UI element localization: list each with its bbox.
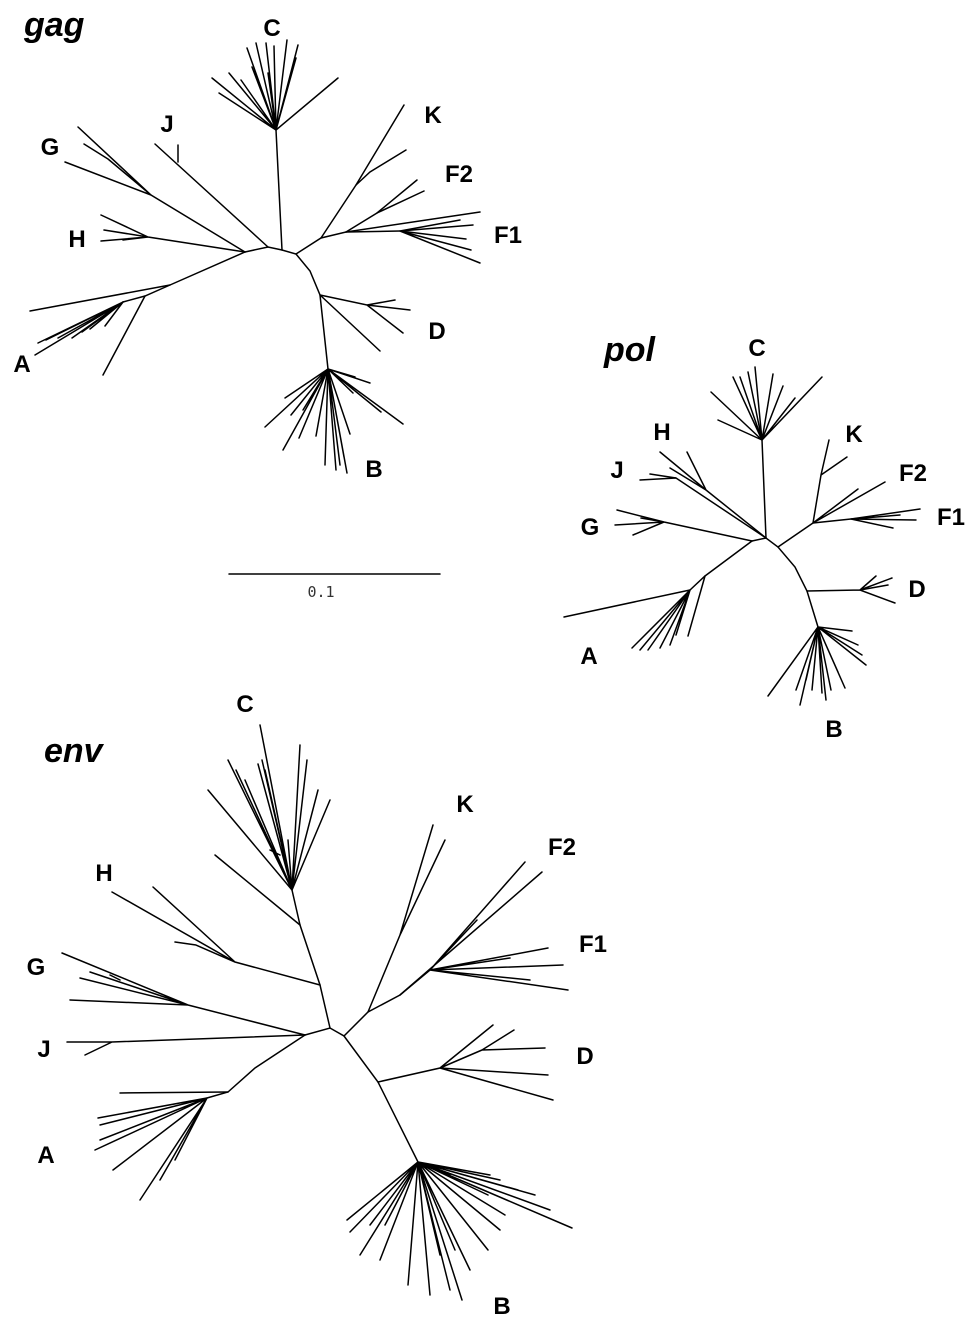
tree-env-branches <box>61 724 573 1301</box>
tree-pol: pol C H K <box>563 331 965 743</box>
clade-label: K <box>845 421 863 448</box>
clade-label: G <box>581 514 600 541</box>
clade-label: K <box>456 791 474 818</box>
clade-label: H <box>95 860 112 887</box>
tree-gag-clade-labels: C J G K F2 H F1 A D B <box>13 15 522 483</box>
tree-env-clade-labels: C K F2 H F1 G J D A B <box>27 691 607 1320</box>
clade-label: G <box>41 134 60 161</box>
clade-label: F2 <box>899 460 927 487</box>
clade-label: G <box>27 954 46 981</box>
tree-branch <box>345 179 418 233</box>
tree-branch <box>767 626 867 706</box>
tree-gag-branches <box>29 39 481 474</box>
tree-branch <box>264 368 404 474</box>
tree-branch <box>812 439 886 524</box>
tree-branch <box>66 1034 306 1056</box>
tree-branch <box>320 104 405 239</box>
tree-branch <box>806 575 896 604</box>
tree-title-gag: gag <box>23 6 85 44</box>
tree-branch <box>111 886 321 986</box>
clade-label: F1 <box>937 504 965 531</box>
clade-label: A <box>580 643 597 670</box>
tree-title-env: env <box>44 732 105 770</box>
clade-label: K <box>424 102 442 129</box>
tree-branch <box>710 366 823 441</box>
clade-label: C <box>236 691 253 718</box>
clade-label: F2 <box>445 161 473 188</box>
tree-branch <box>29 284 171 376</box>
tree-branch <box>850 508 921 529</box>
tree-pol-clade-labels: C H K J F2 F1 G D A B <box>580 335 965 743</box>
clade-label: D <box>576 1043 593 1070</box>
tree-branch <box>659 451 767 539</box>
tree-branch <box>777 514 901 548</box>
tree-branch <box>367 824 569 1013</box>
tree-branch <box>761 439 767 539</box>
clade-label: B <box>825 716 842 743</box>
tree-branch <box>64 126 246 253</box>
tree-branch <box>614 509 753 542</box>
tree-branch <box>61 952 306 1036</box>
tree-branch <box>563 575 706 651</box>
tree-branch <box>376 190 425 214</box>
tree-title-pol: pol <box>603 331 657 369</box>
scale-bar-label: 0.1 <box>307 583 334 601</box>
tree-pol-branches <box>563 366 921 706</box>
clade-label: B <box>365 456 382 483</box>
tree-branch <box>377 1024 554 1101</box>
clade-label: D <box>428 318 445 345</box>
clade-label: F2 <box>548 834 576 861</box>
tree-gag: gag <box>13 6 522 483</box>
clade-label: J <box>160 111 173 138</box>
tree-branch <box>319 294 411 352</box>
clade-label: F1 <box>579 931 607 958</box>
clade-label: J <box>37 1036 50 1063</box>
tree-branch <box>207 724 331 926</box>
tree-branch <box>295 230 401 255</box>
clade-label: D <box>908 576 925 603</box>
clade-label: H <box>653 419 670 446</box>
clade-label: C <box>748 335 765 362</box>
tree-branch <box>154 143 269 248</box>
scale-bar: 0.1 <box>228 573 441 601</box>
clade-label: A <box>37 1142 54 1169</box>
tree-branch <box>275 129 283 251</box>
clade-label: J <box>610 457 623 484</box>
tree-branch <box>206 1034 306 1099</box>
tree-branch <box>122 251 246 303</box>
clade-label: A <box>13 351 30 378</box>
tree-branch <box>639 473 767 539</box>
tree-branch <box>94 1091 229 1201</box>
tree-branch <box>100 214 246 253</box>
tree-branch <box>291 889 331 1029</box>
tree-branch <box>689 540 753 591</box>
clade-label: C <box>263 15 280 42</box>
tree-branch <box>345 211 481 264</box>
clade-label: H <box>68 226 85 253</box>
tree-env: env C K F2 H <box>27 691 607 1320</box>
tree-branch <box>355 149 407 186</box>
tree-branch <box>304 1027 419 1163</box>
tree-branch <box>346 1161 573 1301</box>
tree-branch <box>244 246 329 370</box>
tree-branch <box>751 537 819 628</box>
tree-branch <box>211 39 339 131</box>
clade-label: F1 <box>494 222 522 249</box>
clade-label: B <box>493 1293 510 1320</box>
